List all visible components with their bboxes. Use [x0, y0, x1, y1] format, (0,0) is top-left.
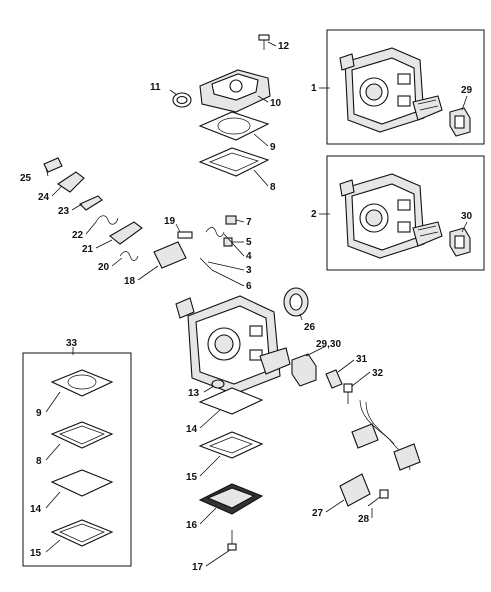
callout-29: 29 [461, 85, 473, 96]
callout-20: 20 [98, 262, 110, 273]
assembly-box-1 [326, 29, 485, 145]
screw-12 [258, 34, 270, 50]
pump-cover-10 [199, 69, 271, 113]
kit-gasket-15 [50, 519, 114, 547]
limiter-caps-29-30 [291, 353, 317, 387]
callout-9-kit: 9 [36, 408, 42, 419]
intake-ring-26 [283, 287, 309, 317]
callout-10: 10 [270, 98, 282, 109]
callout-23: 23 [58, 206, 70, 217]
choke-18 [153, 241, 187, 269]
callout-3: 3 [246, 265, 252, 276]
callout-5: 5 [246, 237, 252, 248]
callout-31: 31 [356, 354, 368, 365]
callout-6: 6 [246, 281, 252, 292]
callout-27: 27 [312, 508, 324, 519]
kit-diaphragm-14 [50, 469, 114, 497]
callout-labels: 1 2 3 4 5 6 7 8 9 10 11 12 13 14 15 16 1… [20, 41, 473, 573]
callout-14-kit: 14 [30, 504, 42, 515]
carburetor-body [175, 295, 291, 395]
solenoid-valve-27 [339, 473, 371, 507]
callout-33: 33 [66, 338, 78, 349]
leader-lines [45, 41, 468, 567]
spring-22 [95, 215, 119, 225]
pin-19 [177, 231, 193, 239]
screw-28 [367, 489, 389, 507]
callout-9: 9 [270, 142, 276, 153]
adjustment-limiter-29 [449, 107, 471, 137]
callout-8: 8 [270, 182, 276, 193]
callout-19: 19 [164, 216, 176, 227]
callout-18: 18 [124, 276, 136, 287]
callout-17: 17 [192, 562, 204, 573]
callout-21: 21 [82, 244, 94, 255]
spring-23 [79, 195, 103, 211]
gasket-8 [198, 147, 270, 177]
callout-2: 2 [311, 209, 317, 220]
callout-26: 26 [304, 322, 316, 333]
screw-32 [343, 383, 353, 404]
callout-1: 1 [311, 83, 317, 94]
pin-3 [199, 257, 213, 271]
throttle-shaft-21 [109, 221, 143, 245]
callout-29-30: 29,30 [316, 339, 341, 350]
cap-31 [325, 369, 343, 389]
callout-30: 30 [461, 211, 473, 222]
callout-15: 15 [186, 472, 198, 483]
callout-7: 7 [246, 217, 252, 228]
screw-17 [227, 530, 237, 551]
kit-box-33 [22, 352, 132, 567]
kit-diaphragm-9 [50, 369, 114, 397]
callout-15-kit: 15 [30, 548, 42, 559]
carburetor-assembly-2 [339, 173, 443, 259]
detent-balls-7-5 [223, 215, 237, 247]
lever-24 [57, 171, 85, 193]
metering-diaphragm-14 [198, 387, 264, 415]
callout-11: 11 [150, 82, 161, 93]
callout-14: 14 [186, 424, 198, 435]
callout-32: 32 [372, 368, 384, 379]
o-ring-11 [172, 92, 192, 108]
diaphragm-9 [198, 111, 270, 141]
callout-8-kit: 8 [36, 456, 42, 467]
gasket-15 [198, 431, 264, 459]
spring-20 [119, 251, 139, 261]
callout-24: 24 [38, 192, 50, 203]
cover-16 [198, 483, 264, 515]
callout-25: 25 [20, 173, 32, 184]
kit-gasket-8 [50, 421, 114, 449]
filter-screen-13 [211, 379, 225, 389]
callout-22: 22 [72, 230, 84, 241]
spring-4 [205, 227, 225, 237]
callout-4: 4 [246, 251, 252, 262]
callout-28: 28 [358, 514, 370, 525]
carburetor-assembly-1 [339, 47, 443, 133]
callout-12: 12 [278, 41, 290, 52]
callout-13: 13 [188, 388, 200, 399]
adjustment-limiter-30 [449, 227, 471, 257]
callout-16: 16 [186, 520, 198, 531]
assembly-box-2 [326, 155, 485, 271]
wiring-harness [351, 399, 421, 471]
